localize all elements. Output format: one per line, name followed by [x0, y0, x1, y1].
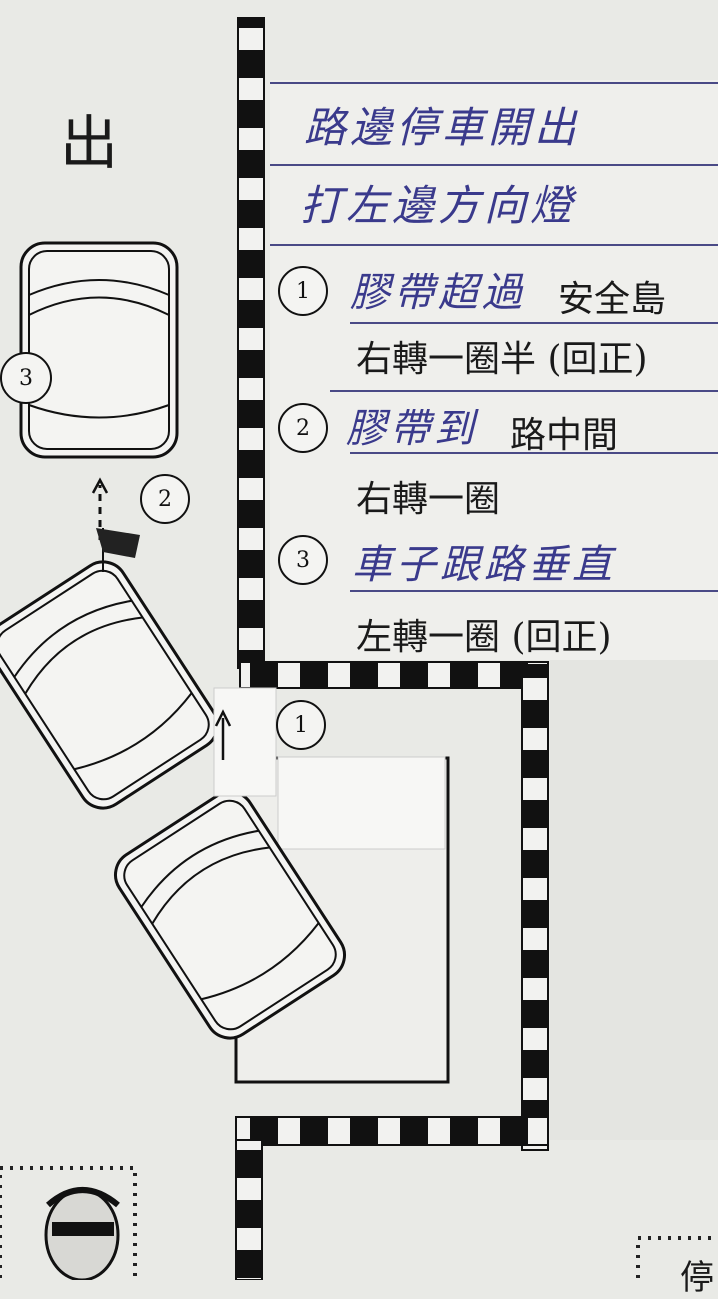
instruction-card: 路邊停車開出 打左邊方向燈 1 膠帶超過 安全島 右轉一圈半 (回正) 2 膠帶…	[270, 80, 718, 660]
step-1-handwritten: 膠帶超過	[350, 270, 526, 316]
background-paper	[550, 660, 718, 1140]
dotted-frame-right	[636, 1236, 718, 1280]
marker-3: 3	[0, 352, 52, 404]
marker-number: 2	[158, 486, 172, 512]
road-edge-lower-left	[235, 1139, 263, 1280]
dashed-arrow-icon	[91, 477, 109, 540]
step-1-printed: 安全島	[558, 279, 667, 320]
road-edge-right	[521, 664, 549, 1151]
marker-number: 3	[19, 365, 33, 391]
driver-face-icon	[44, 1187, 120, 1280]
marker-1: 1	[276, 700, 326, 750]
marker-number: 1	[294, 712, 308, 738]
title-line-2: 打左邊方向燈	[300, 181, 577, 230]
step-2-number: 2	[278, 403, 328, 453]
step-2-action: 右轉一圈	[356, 479, 501, 520]
step-number: 1	[296, 278, 310, 304]
step-2-printed: 路中間	[510, 415, 619, 456]
partial-text-bottom-right: 停	[680, 1258, 714, 1298]
road-edge-left	[237, 17, 265, 669]
step-3-handwritten: 車子跟路垂直	[352, 542, 616, 588]
car-position-3	[19, 241, 179, 459]
island-tape-label	[277, 756, 446, 850]
step-number: 2	[296, 415, 310, 441]
step-1-number: 1	[278, 266, 328, 316]
car-position-2	[0, 551, 229, 819]
road-edge-top	[239, 661, 549, 689]
step-1-action: 右轉一圈半 (回正)	[356, 339, 648, 380]
arrow-up-icon	[214, 709, 232, 760]
exit-label: 出	[60, 109, 119, 177]
title-line-1: 路邊停車開出	[304, 103, 581, 152]
road-edge-bottom	[235, 1116, 549, 1146]
marker-2: 2	[140, 474, 190, 524]
flag-icon	[96, 528, 140, 572]
step-3-action: 左轉一圈 (回正)	[356, 617, 612, 658]
arrow-note	[213, 687, 277, 797]
dotted-frame	[0, 1166, 137, 1280]
step-number: 3	[296, 547, 310, 573]
step-3-number: 3	[278, 535, 328, 585]
step-2-handwritten: 膠帶到	[346, 406, 478, 452]
